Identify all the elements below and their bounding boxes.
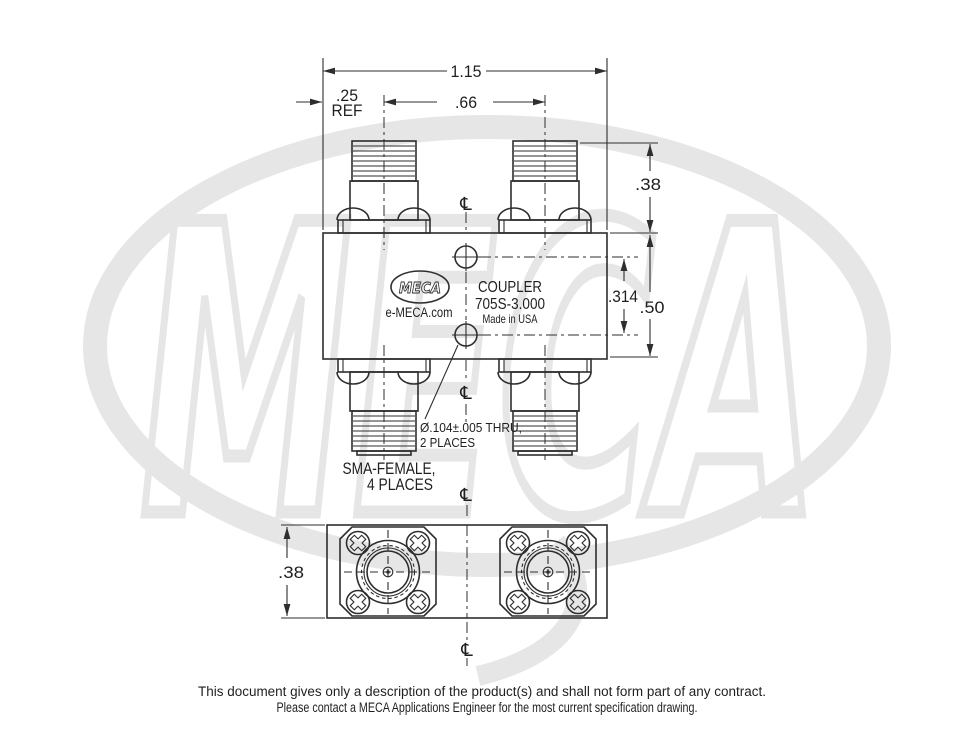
end-view bbox=[326, 524, 608, 619]
dim-end-view-height: .38 bbox=[278, 563, 304, 582]
footer-line1: This document gives only a description o… bbox=[198, 684, 766, 699]
hole-note-line2: 2 PLACES bbox=[420, 435, 475, 450]
dim-body-height: .50 bbox=[640, 298, 665, 317]
meca-logo-text: MECA bbox=[399, 279, 441, 297]
connector-note-line2: 4 PLACES bbox=[367, 475, 433, 494]
main-view bbox=[322, 95, 638, 666]
flange-right bbox=[499, 526, 597, 617]
meca-logo-url: e-MECA.com bbox=[386, 305, 453, 320]
flange-left-screws bbox=[345, 530, 431, 615]
meca-watermark: MECA bbox=[83, 115, 891, 686]
body-label-model: 705S-3.000 bbox=[475, 296, 545, 313]
dimension-lines bbox=[281, 58, 658, 619]
body-label-made-in-usa: Made in USA bbox=[483, 312, 538, 326]
hole-note-leader bbox=[424, 344, 459, 420]
flange-right-screws bbox=[505, 530, 591, 615]
meca-logo-ellipse bbox=[390, 270, 450, 304]
flange-left bbox=[339, 526, 437, 617]
watermark-flourish bbox=[475, 535, 588, 686]
dim-hole-spacing: .314 bbox=[608, 287, 638, 306]
watermark-ellipse bbox=[83, 115, 891, 577]
footer-disclaimer: This document gives only a description o… bbox=[198, 684, 766, 715]
drawing-text: 1.15 .25 REF .66 .38 .314 .50 .38 COUPLE… bbox=[278, 62, 665, 660]
dim-connector-height: .38 bbox=[635, 175, 661, 194]
centerline-symbol-bottom: ℄ bbox=[460, 640, 473, 660]
hole-note-line1: Ø.104±.005 THRU, bbox=[420, 420, 522, 435]
connector-note-line1: SMA-FEMALE, bbox=[343, 459, 436, 478]
watermark-text: MECA bbox=[140, 142, 820, 607]
body-label-coupler: COUPLER bbox=[478, 279, 542, 296]
dim-ref-label: REF bbox=[332, 101, 363, 120]
centerline-symbol-mid: ℄ bbox=[459, 383, 472, 403]
footer-line2: Please contact a MECA Applications Engin… bbox=[277, 700, 698, 715]
centerline-symbol-top: ℄ bbox=[459, 194, 472, 214]
dim-port-offset: .25 bbox=[336, 86, 358, 105]
dim-overall-width: 1.15 bbox=[451, 62, 482, 81]
mounting-holes bbox=[452, 243, 480, 349]
dim-port-spacing: .66 bbox=[455, 93, 477, 112]
centerline-symbol-lower: ℄ bbox=[459, 485, 472, 505]
coupler-body-outline bbox=[322, 232, 608, 360]
centerlines-main bbox=[383, 95, 638, 666]
